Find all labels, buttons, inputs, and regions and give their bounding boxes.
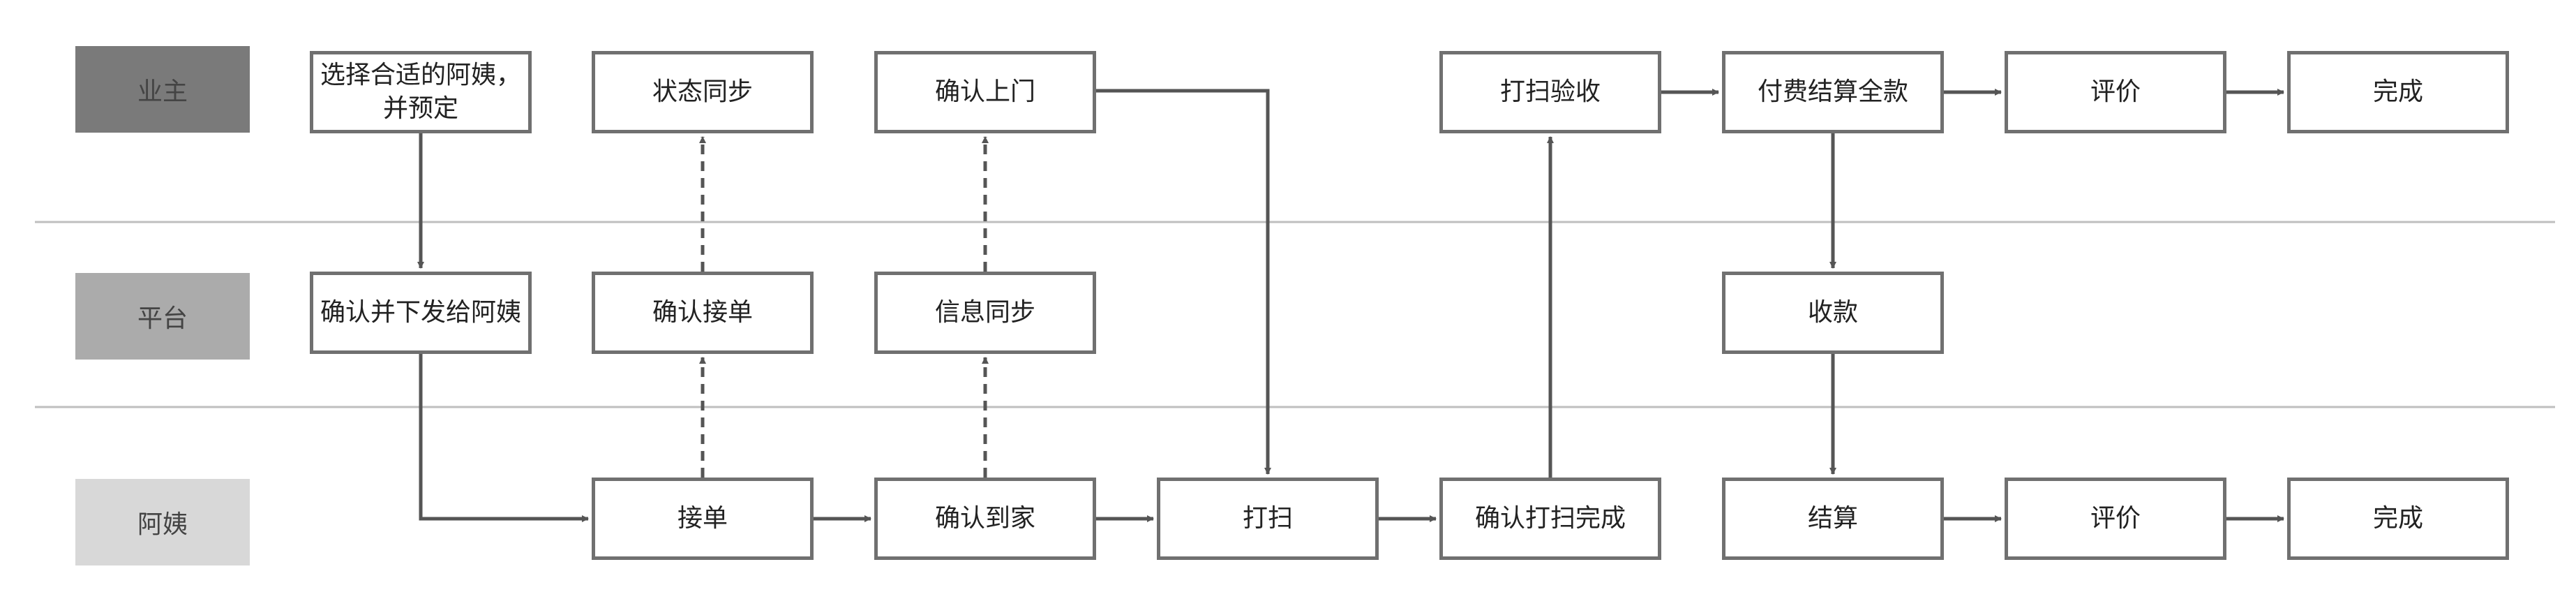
lane-label-auntie-text: 阿姨: [137, 510, 188, 539]
node-select-auntie: 选择合适的阿姨， 并预定: [310, 51, 532, 133]
node-settle: 结算: [1722, 478, 1944, 560]
node-inspect: 打扫验收: [1439, 51, 1661, 133]
lane-label-platform-text: 平台: [137, 304, 188, 333]
node-done-owner: 完成: [2287, 51, 2509, 133]
node-pay-full: 付费结算全款: [1722, 51, 1944, 133]
lane-label-auntie: 阿姨: [75, 479, 250, 565]
node-confirm-clean-done: 确认打扫完成: [1439, 478, 1661, 560]
node-receive-payment: 收款: [1722, 272, 1944, 354]
node-confirm-arrive: 确认到家: [874, 478, 1096, 560]
node-confirm-accept: 确认接单: [592, 272, 814, 354]
node-done-auntie: 完成: [2287, 478, 2509, 560]
lane-label-platform: 平台: [75, 273, 250, 360]
edge-dispatch-to-accept: [419, 354, 589, 522]
node-info-sync: 信息同步: [874, 272, 1096, 354]
lane-label-owner-text: 业主: [137, 77, 188, 106]
node-review-owner: 评价: [2005, 51, 2226, 133]
node-status-sync: 状态同步: [592, 51, 814, 133]
edge-confirm-visit-to-clean: [1096, 89, 1271, 475]
node-clean: 打扫: [1157, 478, 1379, 560]
lane-label-owner: 业主: [75, 46, 250, 133]
node-confirm-dispatch: 确认并下发给阿姨: [310, 272, 532, 354]
node-accept-order: 接单: [592, 478, 814, 560]
node-confirm-visit: 确认上门: [874, 51, 1096, 133]
node-review-auntie: 评价: [2005, 478, 2226, 560]
